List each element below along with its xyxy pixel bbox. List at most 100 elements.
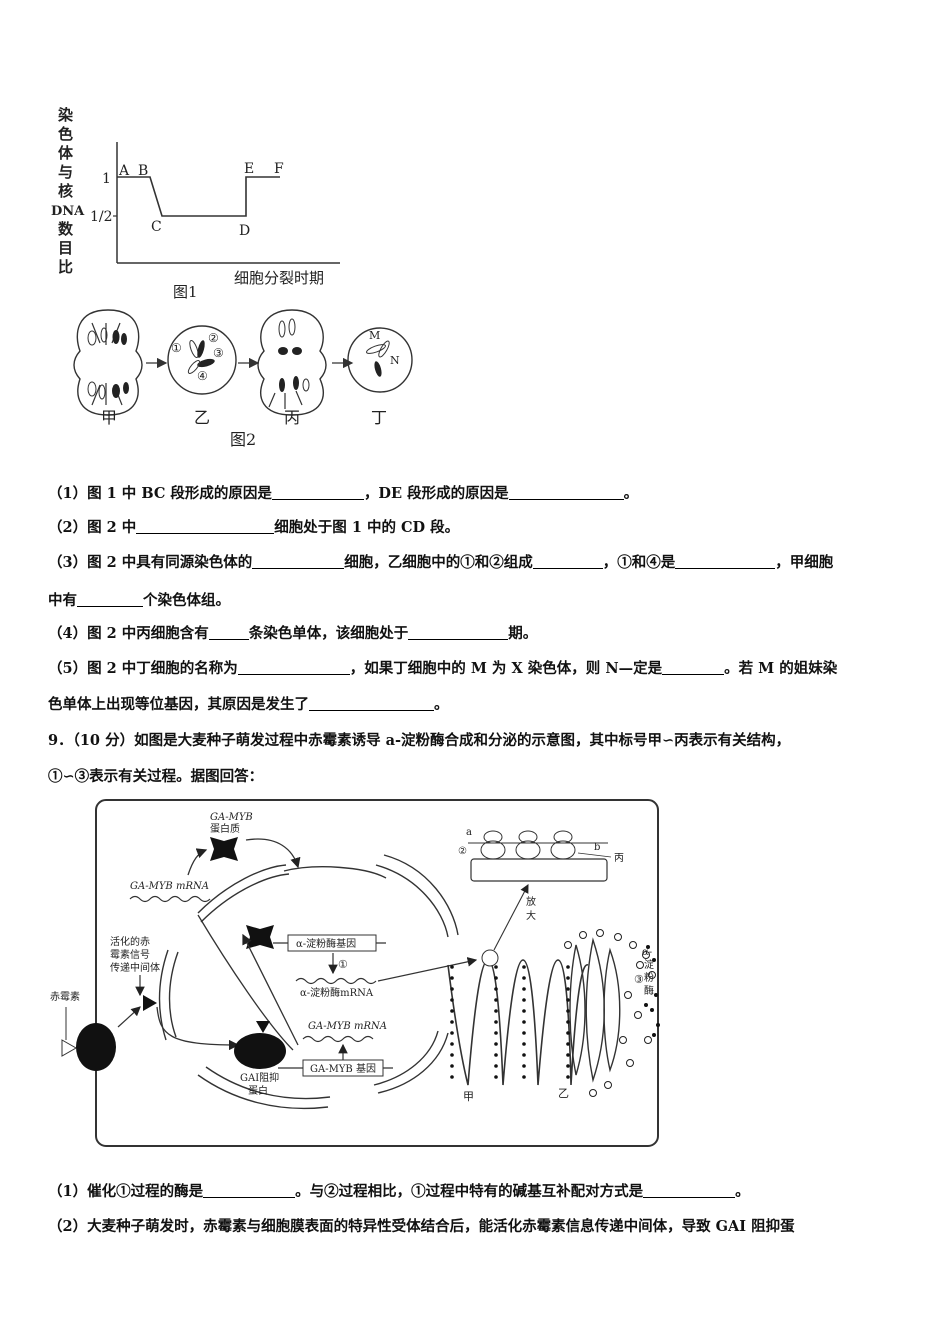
blank[interactable] (136, 519, 275, 534)
q8-line-4: 中有 个染色体组。 (48, 591, 230, 611)
amylase-label-2: 淀 (644, 958, 654, 971)
amylase-dot (652, 958, 656, 962)
fig1-y-label-char: 目 (58, 239, 73, 257)
ribosome-dot (494, 998, 498, 1002)
q8-line-5: （4）图 2 中丙细胞含有条染色单体，该细胞处于期。 (48, 624, 537, 644)
blank[interactable] (271, 485, 364, 500)
fig1-y-label-char: DNA (51, 204, 85, 219)
amylase-mrna-wave (295, 977, 377, 985)
ribosome-dot (566, 1042, 570, 1046)
blank[interactable] (508, 485, 624, 500)
fig1-point-b: B (138, 163, 148, 179)
q8-s1c: 。 (623, 485, 639, 502)
vesicle (604, 1081, 612, 1089)
blank[interactable] (77, 592, 143, 607)
gibberellin-diagram: GA-MYB 蛋白质 GA-MYB mRNA α-淀粉酶基因 ① α-淀粉酶mR… (50, 799, 660, 1147)
ribosome-dot (450, 1009, 454, 1013)
q8-s5b: ，如果丁细胞中的 M 为 X 染色体，则 N—定是 (349, 660, 663, 677)
zoom-label-2: 大 (526, 909, 536, 922)
blank[interactable] (252, 554, 345, 569)
blank[interactable] (208, 625, 249, 640)
ribosome-dot (522, 1009, 526, 1013)
fig1-point-e: E (244, 161, 254, 177)
amylase-dot (644, 1003, 648, 1007)
q9-s1c: 。 (735, 1183, 750, 1200)
q8-s3e: 中有 (48, 592, 77, 609)
blank[interactable] (532, 554, 603, 569)
q8-s4b: 条染色单体，该细胞处于 (248, 625, 409, 642)
jia-label: 甲 (463, 1090, 474, 1103)
ribosome-dot (566, 1020, 570, 1024)
q8-line-1: （1）图 1 中 BC 段形成的原因是，DE 段形成的原因是。 (48, 484, 638, 504)
vesicles (564, 929, 660, 1097)
ribosome-dot (566, 1009, 570, 1013)
zoom-label-a: a (466, 827, 472, 838)
q8-s3c: ，①和④是 (602, 554, 676, 571)
q9-intro-line-1: 9．（10 分）如图是大麦种子萌发过程中赤霉素诱导 a-淀粉酶合成和分泌的示意图… (48, 732, 791, 749)
fig1-y-label-char: 比 (58, 258, 73, 276)
vesicle (648, 971, 656, 979)
q8-s3f: 个染色体组。 (143, 592, 230, 609)
zoom-label-1: 放 (526, 895, 536, 908)
q8-s1a: （1）图 1 中 BC 段形成的原因是 (48, 485, 272, 502)
q8-s3d: ，甲细胞 (775, 554, 834, 571)
vesicle (624, 991, 632, 999)
ribosome-dot (494, 987, 498, 991)
q8-line-3: （3）图 2 中具有同源染色体的细胞，乙细胞中的①和②组成，①和④是，甲细胞 (48, 553, 833, 573)
cell-bing (257, 309, 327, 416)
ribosome-dot (566, 1064, 570, 1068)
amylase-dot (656, 1023, 660, 1027)
vesicle (614, 933, 622, 941)
blank[interactable] (237, 660, 350, 675)
blank[interactable] (643, 1183, 736, 1198)
cell-name-yi: 乙 (194, 408, 210, 427)
blank[interactable] (662, 660, 725, 675)
ribosome-dot (522, 1031, 526, 1035)
figure-2-cells: ① ② ③ ④ M N 甲 乙 丙 丁 图2 (73, 309, 413, 449)
amylase-dot (646, 945, 650, 949)
fig1-y-label-char: 染 (57, 106, 74, 124)
yi-label: 乙 (558, 1087, 569, 1100)
amylase-dot (654, 993, 658, 997)
q8-s5e: 。 (434, 696, 449, 713)
q9-line-2: （2）大麦种子萌发时，赤霉素与细胞膜表面的特异性受体结合后，能活化赤霉素信息传递… (48, 1218, 795, 1235)
gibberellin-label: 赤霉素 (50, 990, 80, 1003)
blank[interactable] (203, 1183, 296, 1198)
yi-label-4: ④ (197, 369, 208, 383)
q9-s1b: 。与②过程相比，①过程中特有的碱基互补配对方式是 (295, 1183, 644, 1200)
amylase-gene-label: α-淀粉酶基因 (296, 937, 356, 950)
blank[interactable] (309, 696, 434, 711)
fig1-point-c: C (151, 219, 162, 235)
intermediate-label-3: 传递中间体 (110, 961, 160, 974)
ribosome-dot (522, 976, 526, 980)
zoom-label-bing: 丙 (614, 853, 624, 864)
gamyb-protein-label: GA-MYB (210, 812, 253, 823)
yi-label-1: ① (171, 341, 182, 355)
ribosome-dots (450, 965, 570, 1079)
fig1-x-label: 细胞分裂时期 (234, 269, 324, 287)
zoom-step-2: ② (458, 846, 467, 857)
fig1-tick-1: 1 (102, 171, 111, 187)
q8-line-7: 色单体上出现等位基因，其原因是发生了 。 (48, 695, 449, 715)
q8-s5d: 色单体上出现等位基因，其原因是发生了 (48, 696, 309, 713)
blank[interactable] (408, 625, 509, 640)
gai-label-2: 蛋白 (248, 1084, 268, 1097)
blank[interactable] (675, 554, 776, 569)
ribosome-dot (566, 1075, 570, 1079)
gibberellin-triangle (61, 1039, 78, 1057)
ribosome-dot (450, 987, 454, 991)
ribosome-dot (566, 987, 570, 991)
ribosome-dot (450, 1053, 454, 1057)
cell-name-bing: 丙 (284, 408, 300, 427)
vesicle (619, 1036, 627, 1044)
gamyb-gene-label: GA-MYB 基因 (310, 1062, 376, 1075)
yi-label-2: ② (208, 331, 219, 345)
q9-intro-line-2: ①∽③表示有关过程。据图回答： (48, 768, 264, 785)
q8-s2a: （2）图 2 中 (48, 519, 137, 536)
ribosome-dot (450, 976, 454, 980)
fig1-tick-half: 1/2 (90, 209, 113, 225)
ribosome-dot (494, 976, 498, 980)
intermediate-label-1: 活化的赤 (110, 935, 150, 948)
gamyb-mrna2-label: GA-MYB mRNA (308, 1021, 387, 1032)
